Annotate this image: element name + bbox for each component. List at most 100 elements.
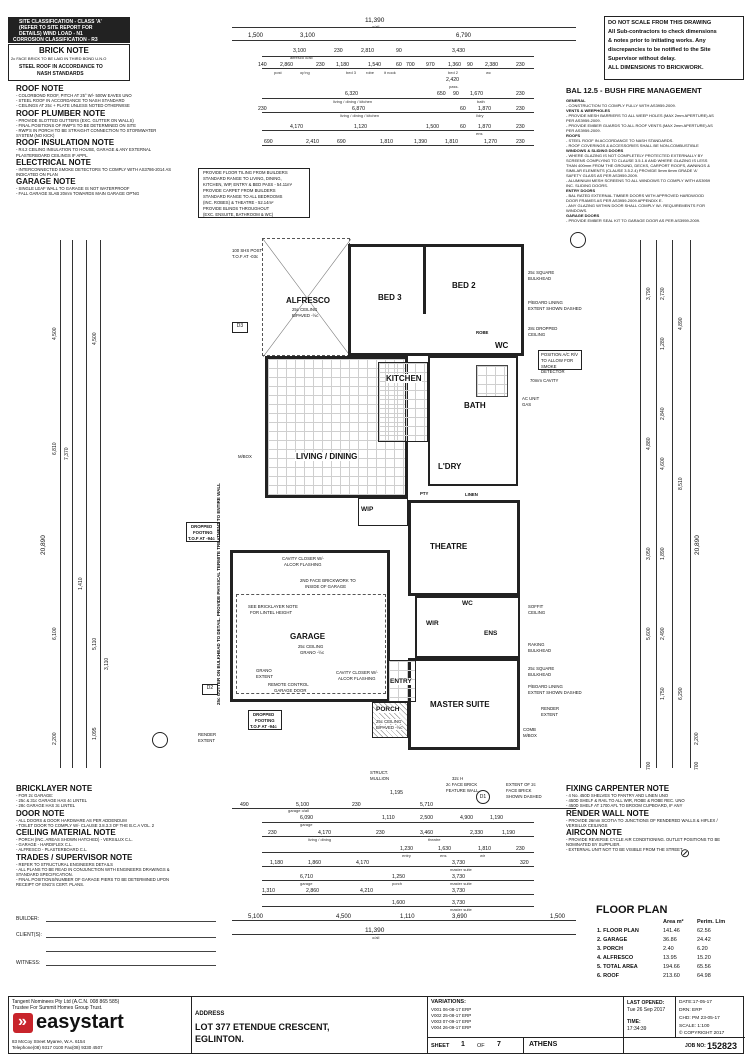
- alfresco-paving: B/PAVED -½c: [292, 313, 319, 318]
- plan-note: STRUCT.: [370, 770, 389, 775]
- dim: 3,100: [300, 33, 316, 39]
- dim: 1,120: [354, 124, 367, 130]
- dim: 5,600: [646, 627, 652, 640]
- disclaimer-line: & notes prior to initiating works. Any: [608, 38, 706, 44]
- plan-note: RENDER: [198, 732, 217, 737]
- plan-note: P/BOARD LINING: [528, 684, 563, 689]
- company-phone: Telephone(08) 9317 0100 Fax(08) 9330 450…: [12, 1045, 103, 1050]
- plan-note: SOFFIT: [528, 604, 544, 609]
- bal-line: - ANY GLAZING WITHIN DOOR SHALL COMPLY W…: [566, 203, 705, 208]
- address-line-2: EGLINTON.: [195, 1034, 244, 1044]
- dim: 4,600: [660, 457, 666, 470]
- plan-note: EXTENT OF 2c: [506, 782, 536, 787]
- dim-sub: master suite: [450, 881, 472, 886]
- room-label-porch: PORCH: [376, 706, 400, 713]
- dim: 4,170: [290, 124, 303, 130]
- perim-value: 62.56: [697, 928, 711, 934]
- dim: 1,360: [448, 62, 461, 68]
- dim-sub: wc: [486, 70, 491, 75]
- checked-by: CHD: PM 23-05-17: [679, 1016, 720, 1021]
- room-label-wip: WIP: [361, 506, 374, 513]
- smoke-detector-note: POSITION A/C R/V TO ALLOW FOR SMOKE DETE…: [538, 350, 582, 374]
- note-line: STANDARD SPECIFICATION.: [16, 872, 73, 878]
- dim-sub: bed 2: [448, 70, 459, 75]
- scale: SCALE: 1:100: [679, 1024, 710, 1029]
- bal-line: - ALUMINIUM MESH SCREENS TO ALL WINDOWS …: [566, 178, 711, 183]
- perim-value: 24.42: [697, 937, 711, 943]
- ceiling-material-note-title: CEILING MATERIAL NOTE: [16, 828, 116, 838]
- dim: 90: [453, 91, 459, 97]
- witness-label: WITNESS:: [16, 960, 41, 966]
- dim-sub: ens: [440, 853, 447, 858]
- note-line: - FALL GARAGE SLAB 20mm TOWARDS MAIN GAR…: [16, 191, 140, 197]
- dim: 230: [516, 846, 525, 852]
- brand-name: easystart: [36, 1011, 124, 1033]
- variation-entry: V004 26-09-17 ERP: [431, 1025, 472, 1030]
- dropped-footing-box-2: DROPPED FOOTING T.O.F AT -94c: [248, 710, 282, 730]
- dim: 1,540: [368, 62, 381, 68]
- note-line: NOMINATED BY SUPPLIER.: [566, 842, 621, 848]
- dim: 3,100: [293, 48, 306, 54]
- room-label-bath: BATH: [464, 401, 486, 410]
- note-line: - 25c & 31c GARAGE HAS 4c LINTEL: [16, 798, 87, 804]
- section-marker-d3: D3: [232, 322, 248, 333]
- dim-sub: master suite: [450, 907, 472, 912]
- drawing-date: DATE:17-05-17: [679, 1000, 712, 1005]
- bal-line: ENTRY DOORS: [566, 188, 596, 193]
- address-line-1: LOT 377 ETENDUE CRESCENT,: [195, 1022, 330, 1032]
- dim: 700: [646, 761, 652, 770]
- do-not-scale-box: DO NOT SCALE FROM THIS DRAWING All Sub-c…: [604, 16, 744, 80]
- plan-note: P/BOARD LINING: [528, 300, 563, 305]
- area-label: 5. TOTAL AREA: [597, 964, 638, 970]
- client-signature-line-2[interactable]: [46, 951, 216, 952]
- porch-ceiling: 25c CEILING: [376, 719, 402, 724]
- dim: 7,370: [64, 447, 70, 460]
- plan-note: CEILING: [528, 610, 546, 615]
- floor-note-line: PROVIDE FLOOR TILING FROM BUILDERS: [203, 170, 288, 175]
- trustee: Trustee For Summit Homes Group Trust.: [12, 1005, 103, 1011]
- dim: 1,190: [502, 830, 515, 836]
- dim: 230: [516, 106, 525, 112]
- dim-sub: living / dining: [308, 837, 332, 842]
- dim: 5,100: [248, 914, 264, 920]
- note-line: - PROVIDE 26mm SCOTIA TO JUNCTIONS OF RE…: [566, 817, 718, 823]
- dim: 4,900: [460, 815, 473, 821]
- dim: 3,730: [452, 888, 465, 894]
- bal-line: INC. SLIDING DOORS.: [566, 183, 609, 188]
- time-value: 17:34:39: [627, 1026, 647, 1032]
- client-signature-line[interactable]: [46, 937, 216, 938]
- witness-signature-line[interactable]: [46, 965, 216, 966]
- note-line: - 450D SHELF & RAIL TO ALL WIR, ROBE & R…: [566, 798, 685, 804]
- plan-note: SHOWN DASHED: [506, 794, 542, 799]
- note-line: - COLORBOND ROOF, PITCH AT 25° W/- 500W …: [16, 93, 132, 98]
- dim: 1,195: [390, 790, 403, 796]
- room-label-entry: ENTRY: [390, 678, 412, 685]
- bal-line: WINDOWS & SLIDING DOORS: [566, 148, 624, 153]
- room-label-ensuite: ENS: [484, 630, 498, 637]
- overall-depth-dim: 20,890: [40, 535, 47, 555]
- dim: 3,730: [452, 900, 465, 906]
- dim: 3,460: [420, 830, 433, 836]
- bal-line: WINDOWS.: [566, 208, 588, 213]
- dim-sub: living / dining / kitchen: [333, 99, 373, 104]
- dim-sub: o/all: [372, 935, 380, 940]
- dim: 1,600: [392, 900, 405, 906]
- dim: 230: [516, 91, 525, 97]
- builder-signature-line[interactable]: [46, 921, 216, 922]
- dim: 230: [516, 62, 525, 68]
- plan-note: REMOTE CONTROL: [268, 682, 309, 687]
- roof-note-title: ROOF NOTE: [16, 84, 64, 93]
- bal-line: SCREENS COMPLYING TO CLAUSE 3.5.1.6 AND …: [566, 158, 708, 163]
- plan-note: COMB: [523, 727, 536, 732]
- room-label-wc: WC: [495, 341, 509, 350]
- brick-note-line: 2c FACE BRICK TO BE LAID IN THIRD BOND U…: [11, 56, 107, 61]
- dim: 1,390: [414, 139, 427, 145]
- dim: 230: [516, 139, 525, 145]
- dim: 1,670: [470, 91, 483, 97]
- area-value: 13.95: [663, 955, 677, 961]
- bricklayer-note-title: BRICKLAYER NOTE: [16, 784, 93, 793]
- floor-note-line: (INC. ROBES) & THEATRE - 52.14m²: [203, 200, 274, 205]
- dim: 1,180: [336, 62, 349, 68]
- plan-note: 70mm CAVITY: [530, 378, 559, 383]
